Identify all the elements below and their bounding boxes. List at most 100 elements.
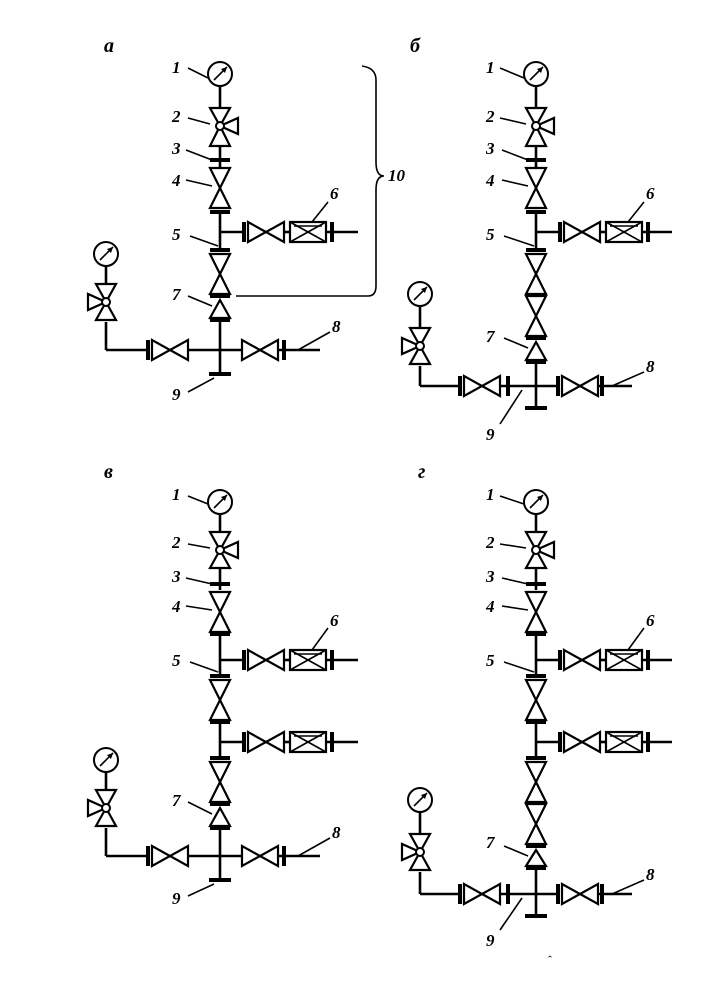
- pressure-gauge-icon: [523, 61, 549, 108]
- gate-valve-icon: [560, 374, 600, 398]
- label-6: 6: [330, 184, 339, 203]
- label-1: 1: [486, 485, 495, 504]
- label-1: 1: [172, 58, 181, 77]
- gate-valve-icon: [208, 760, 232, 804]
- panel-letter-b: б: [410, 35, 421, 57]
- label-8: 8: [646, 865, 655, 884]
- label-9: 9: [486, 425, 495, 444]
- pressure-gauge-icon: [523, 489, 549, 532]
- label-8: 8: [646, 357, 655, 376]
- gate-valve-icon: [462, 374, 502, 398]
- label-5: 5: [172, 225, 181, 244]
- label-4: 4: [485, 171, 495, 190]
- pressure-gauge-icon: [207, 61, 233, 108]
- panel-letter-g: г: [418, 461, 425, 483]
- label-6: 6: [646, 184, 655, 203]
- gate-valve-icon: [524, 802, 548, 846]
- choke-icon: [604, 220, 644, 244]
- label-5: 5: [486, 651, 495, 670]
- label-8: 8: [332, 823, 341, 842]
- label-2: 2: [171, 107, 181, 126]
- label-4: 4: [171, 597, 181, 616]
- check-valve-icon: [208, 297, 232, 322]
- gate-valve-icon: [246, 648, 286, 672]
- gate-valve-icon: [208, 252, 232, 296]
- label-9: 9: [486, 931, 495, 950]
- label-10: 10: [388, 166, 406, 185]
- three-way-valve-icon: [524, 106, 556, 148]
- label-3: 3: [485, 139, 495, 158]
- panel-g: г: [400, 461, 672, 950]
- check-valve-icon: [524, 339, 548, 364]
- pressure-gauge-icon: [93, 747, 119, 773]
- gate-valve-icon: [524, 760, 548, 804]
- label-9: 9: [172, 385, 181, 404]
- label-7: 7: [172, 285, 182, 304]
- choke-icon: [604, 648, 644, 672]
- label-6: 6: [330, 611, 339, 630]
- label-4: 4: [171, 171, 181, 190]
- three-way-valve-icon: [400, 832, 432, 872]
- gate-valve-icon: [240, 844, 280, 868]
- gate-valve-icon: [208, 590, 232, 634]
- choke-icon: [288, 220, 328, 244]
- label-5: 5: [172, 651, 181, 670]
- label-3: 3: [171, 567, 181, 586]
- gate-valve-icon: [462, 882, 502, 906]
- gate-valve-icon: [562, 730, 602, 754]
- pressure-gauge-icon: [407, 281, 433, 307]
- choke-icon: [604, 730, 644, 754]
- label-9: 9: [172, 889, 181, 908]
- label-7: 7: [486, 833, 496, 852]
- panel-letter-a: а: [104, 35, 114, 57]
- three-way-valve-icon: [208, 530, 240, 570]
- gate-valve-icon: [524, 678, 548, 722]
- gate-valve-icon: [208, 166, 232, 210]
- gate-valve-icon: [150, 338, 190, 362]
- label-5: 5: [486, 225, 495, 244]
- three-way-valve-icon: [524, 530, 556, 570]
- label-3: 3: [171, 139, 181, 158]
- pressure-gauge-icon: [407, 787, 433, 813]
- choke-icon: [288, 730, 328, 754]
- three-way-valve-icon: [208, 106, 240, 148]
- label-8: 8: [332, 317, 341, 336]
- gate-valve-icon: [562, 220, 602, 244]
- gate-valve-icon: [524, 252, 548, 296]
- gate-valve-icon: [240, 338, 280, 362]
- label-2: 2: [171, 533, 181, 552]
- gate-valve-icon: [246, 220, 286, 244]
- pressure-gauge-icon: [207, 489, 233, 532]
- check-valve-icon: [524, 847, 548, 870]
- gate-valve-icon: [150, 844, 190, 868]
- check-valve-icon: [208, 805, 232, 830]
- label-3: 3: [485, 567, 495, 586]
- label-2: 2: [485, 107, 495, 126]
- panel-v: в: [86, 461, 358, 908]
- choke-icon: [288, 648, 328, 672]
- gate-valve-icon: [246, 730, 286, 754]
- label-2: 2: [485, 533, 495, 552]
- three-way-valve-icon: [86, 282, 118, 322]
- label-6: 6: [646, 611, 655, 630]
- stray-mark: ˆ: [548, 953, 552, 967]
- gate-valve-icon: [562, 648, 602, 672]
- label-4: 4: [485, 597, 495, 616]
- pressure-gauge-icon: [93, 241, 119, 267]
- label-7: 7: [486, 327, 496, 346]
- panel-letter-v: в: [104, 461, 113, 483]
- label-1: 1: [172, 485, 181, 504]
- three-way-valve-icon: [86, 788, 118, 828]
- gate-valve-icon: [524, 590, 548, 634]
- gate-valve-icon: [524, 294, 548, 338]
- panel-a: а: [86, 35, 406, 404]
- label-1: 1: [486, 58, 495, 77]
- gate-valve-icon: [208, 678, 232, 722]
- label-7: 7: [172, 791, 182, 810]
- panel-b: б: [400, 35, 672, 444]
- brace-10: [236, 65, 385, 297]
- gate-valve-icon: [560, 882, 600, 906]
- three-way-valve-icon: [400, 326, 432, 366]
- gate-valve-icon: [524, 166, 548, 210]
